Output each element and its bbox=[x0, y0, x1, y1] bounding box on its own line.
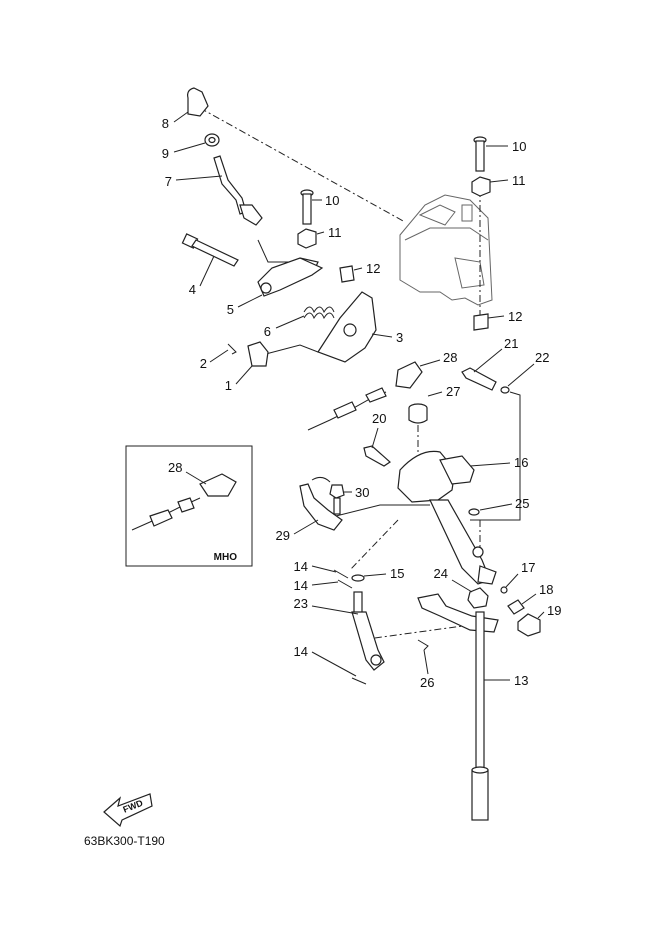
part-13-shift-rod bbox=[471, 611, 489, 821]
callout-11-left: 11 bbox=[328, 225, 342, 240]
part-10-bolt-left bbox=[300, 189, 314, 225]
callout-8: 8 bbox=[162, 116, 169, 131]
callout-17: 17 bbox=[521, 560, 535, 575]
part-5-lever bbox=[257, 257, 324, 297]
drawing-code: 63BK300-T190 bbox=[84, 834, 165, 848]
callout-1: 1 bbox=[225, 378, 232, 393]
callout-10-left: 10 bbox=[325, 193, 339, 208]
part-1-bracket bbox=[247, 341, 269, 367]
callout-27: 27 bbox=[446, 384, 460, 399]
part-14-pins bbox=[333, 569, 367, 685]
callout-19: 19 bbox=[547, 603, 561, 618]
mho-inset: MHO bbox=[125, 445, 253, 567]
part-30-bolt bbox=[329, 484, 345, 515]
part-2-clip bbox=[227, 343, 237, 355]
callouts: 1 2 3 4 5 6 7 8 9 10 10 11 11 bbox=[162, 111, 561, 690]
part-17-ball bbox=[500, 586, 508, 594]
callout-3: 3 bbox=[396, 330, 403, 345]
callout-12-right: 12 bbox=[508, 309, 522, 324]
callout-9: 9 bbox=[162, 146, 169, 161]
part-16-shift-bracket bbox=[397, 450, 497, 585]
callout-21: 21 bbox=[504, 336, 518, 351]
callout-10-right: 10 bbox=[512, 139, 526, 154]
part-8-clip bbox=[187, 87, 209, 117]
callout-4: 4 bbox=[189, 282, 196, 297]
part-21-bolt bbox=[461, 367, 497, 391]
callout-2: 2 bbox=[200, 356, 207, 371]
callout-16: 16 bbox=[514, 455, 528, 470]
part-3-cam-plate bbox=[317, 291, 377, 363]
part-4-long-bolt bbox=[181, 233, 239, 267]
callout-15: 15 bbox=[390, 566, 404, 581]
callout-24: 24 bbox=[434, 566, 448, 581]
callout-13: 13 bbox=[514, 673, 528, 688]
part-18-spring bbox=[507, 599, 525, 615]
callout-14-a: 14 bbox=[294, 559, 308, 574]
callout-25: 25 bbox=[515, 496, 529, 511]
callout-12-left: 12 bbox=[366, 261, 380, 276]
part-23-shift-arm bbox=[351, 591, 385, 671]
part-11-nut-right bbox=[471, 176, 491, 197]
callout-22: 22 bbox=[535, 350, 549, 365]
engine-bracket-outline bbox=[399, 194, 493, 306]
callout-14-b: 14 bbox=[294, 578, 308, 593]
callout-28-main: 28 bbox=[443, 350, 457, 365]
callout-20: 20 bbox=[372, 411, 386, 426]
part-24-nut bbox=[467, 587, 489, 609]
part-20-bolt bbox=[363, 445, 391, 467]
inset-label: MHO bbox=[214, 552, 238, 563]
part-29-bracket bbox=[299, 476, 343, 531]
part-27-collar bbox=[408, 403, 428, 424]
part-12-bushing-left bbox=[339, 265, 355, 283]
callout-28-inset: 28 bbox=[168, 460, 182, 475]
callout-30: 30 bbox=[355, 485, 369, 500]
part-26-clip bbox=[417, 639, 429, 651]
callout-29: 29 bbox=[276, 528, 290, 543]
callout-14-c: 14 bbox=[294, 644, 308, 659]
part-22-washer bbox=[500, 386, 510, 394]
part-7-link-rod bbox=[213, 155, 263, 226]
callout-6: 6 bbox=[264, 324, 271, 339]
part-11-nut-left bbox=[297, 228, 317, 249]
part-10-bolt-right bbox=[473, 136, 487, 172]
part-28-cable-joint bbox=[395, 361, 423, 389]
callout-18: 18 bbox=[539, 582, 553, 597]
part-9-nut bbox=[204, 133, 220, 147]
part-15-washer bbox=[351, 574, 365, 582]
callout-23: 23 bbox=[294, 596, 308, 611]
fwd-badge: FWD bbox=[103, 793, 153, 828]
part-12-bushing-right bbox=[473, 313, 489, 331]
callout-26: 26 bbox=[420, 675, 434, 690]
callout-5: 5 bbox=[227, 302, 234, 317]
callout-11-right: 11 bbox=[512, 173, 526, 188]
part-25-washer bbox=[468, 508, 480, 516]
part-6-spring bbox=[303, 306, 335, 320]
throttle-cable bbox=[307, 387, 387, 431]
part-19-cap-nut bbox=[517, 613, 541, 637]
callout-7: 7 bbox=[165, 174, 172, 189]
